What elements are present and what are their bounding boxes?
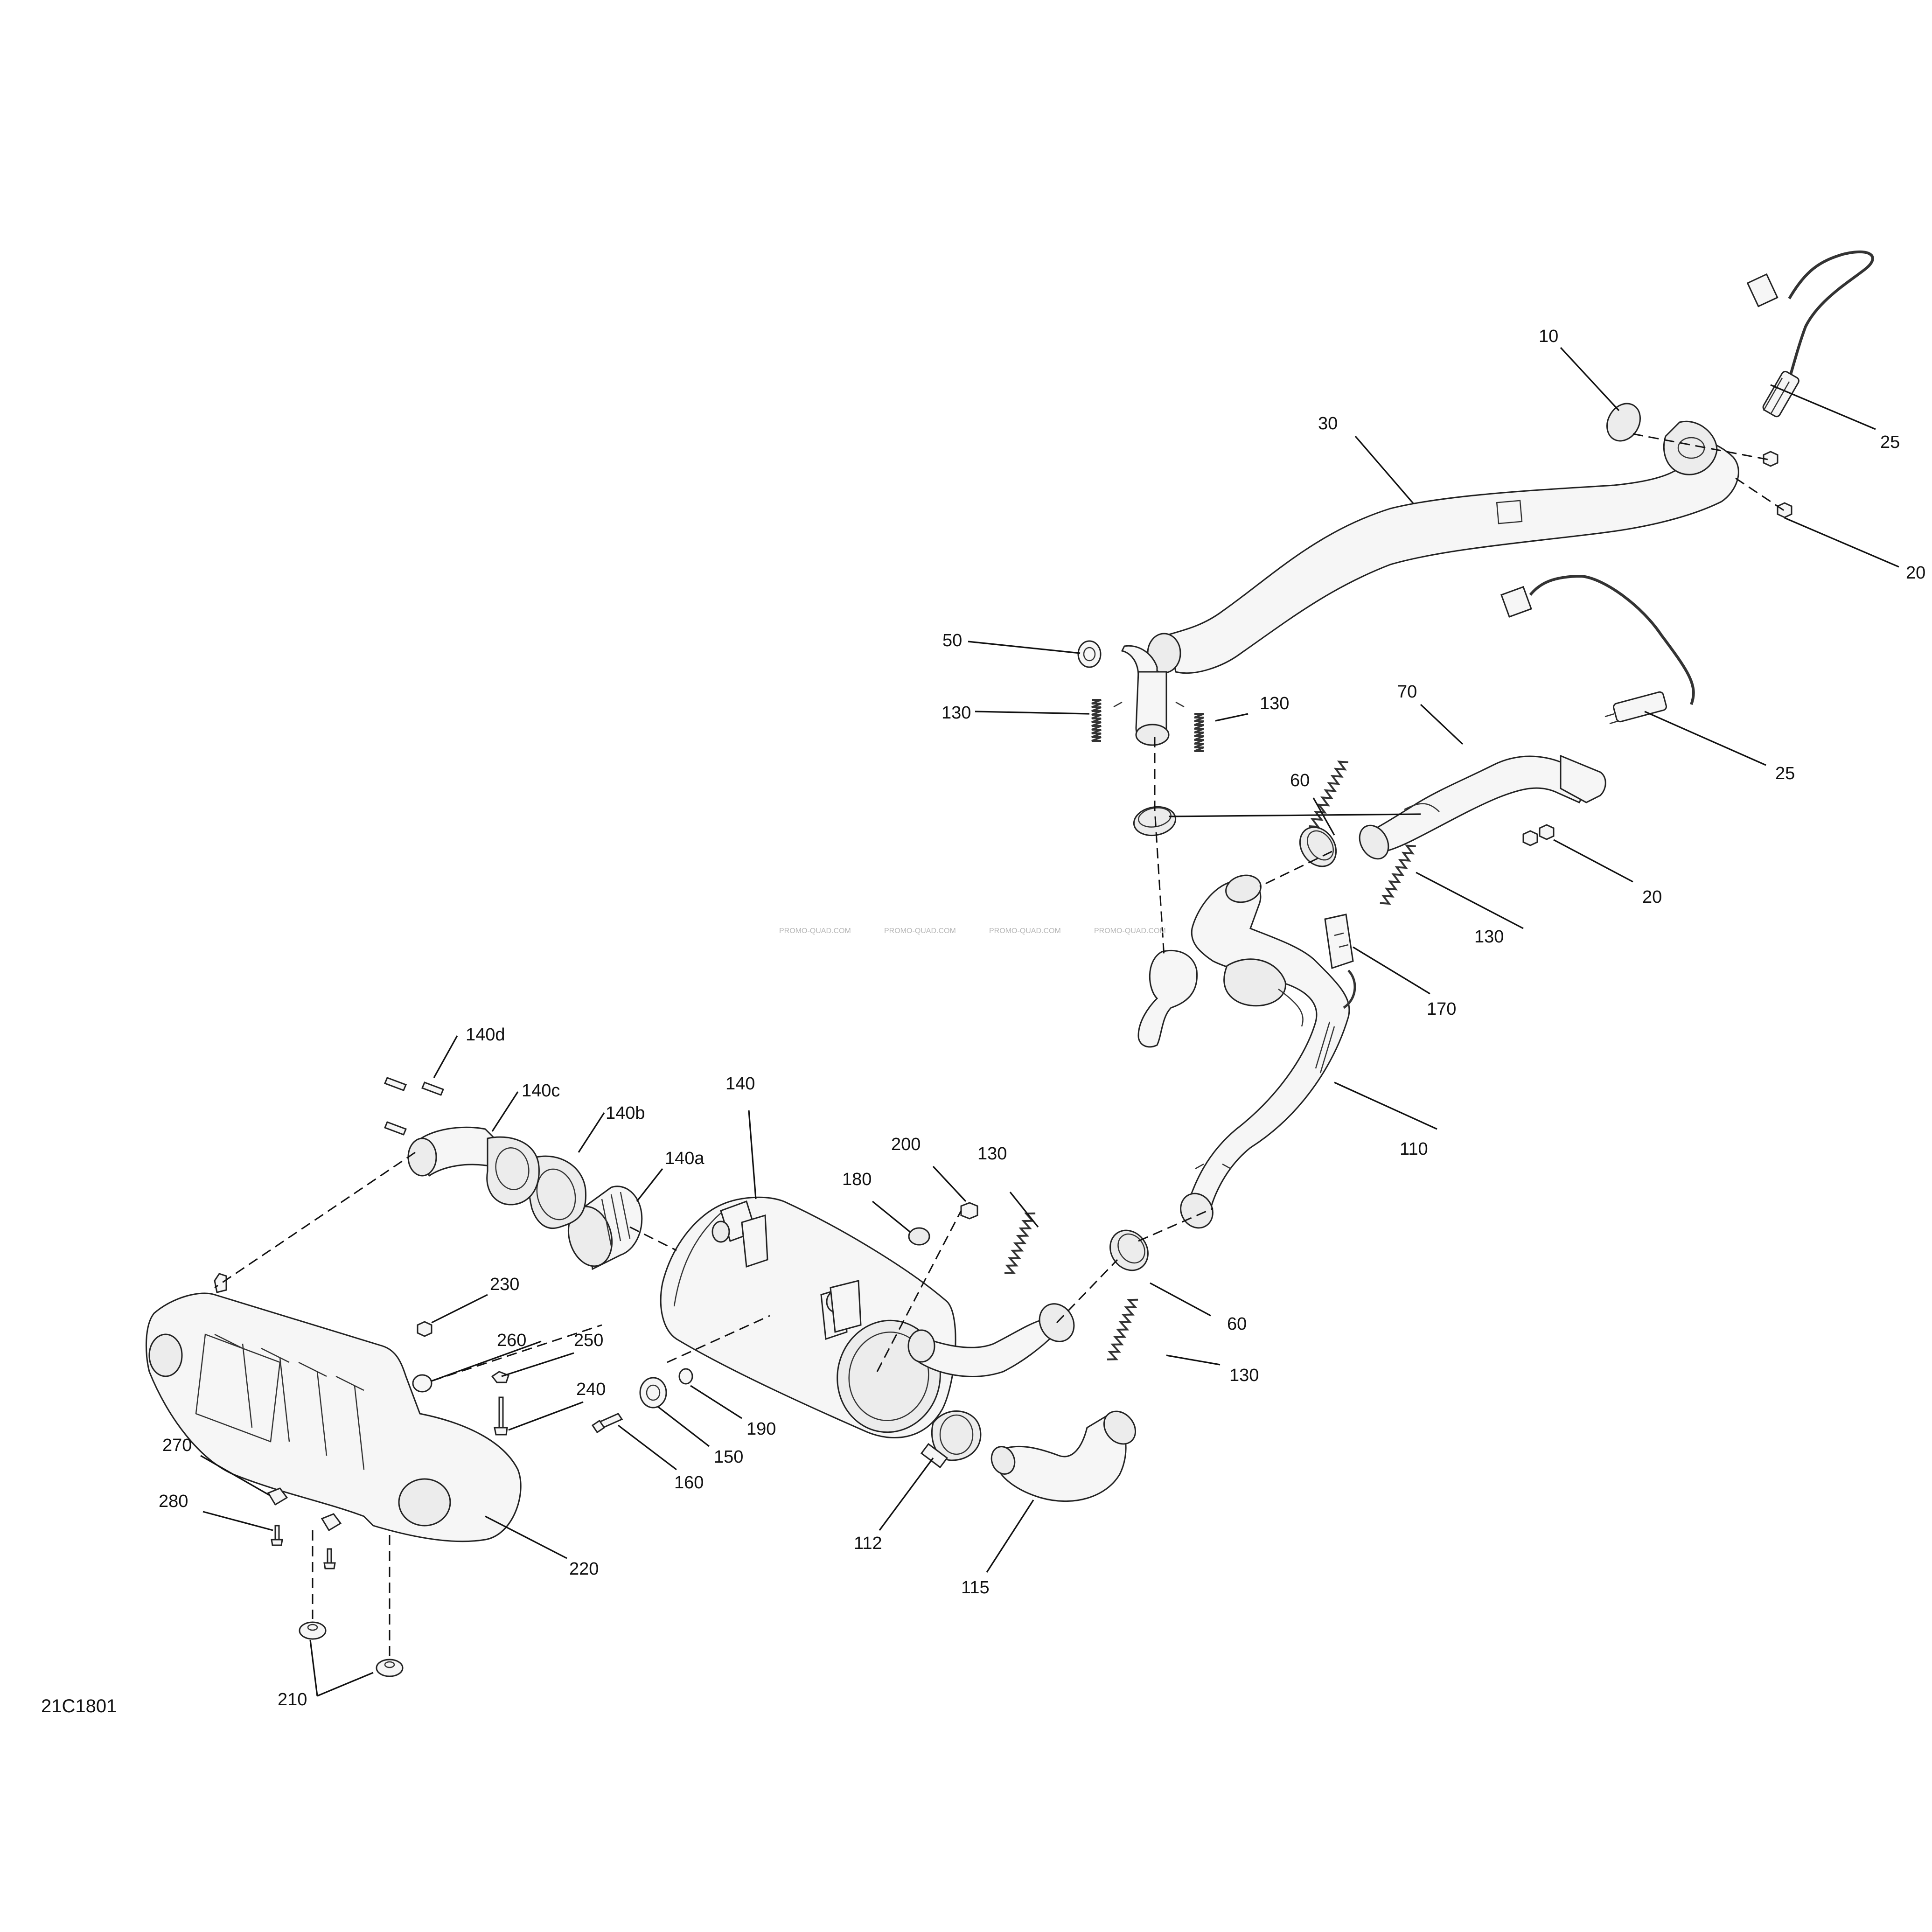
clamp-112 [920, 1410, 982, 1469]
screw-280b [323, 1548, 336, 1569]
callout-150: 150 [714, 1447, 743, 1467]
muffler-140 [660, 1196, 1075, 1438]
elbow-pipe-upper [1113, 645, 1185, 746]
seal-ring-60-upper-left [1133, 806, 1177, 837]
callout-280: 280 [159, 1492, 188, 1511]
callout-110: 110 [1400, 1139, 1428, 1159]
oxygen-sensor-upper [1746, 250, 1874, 418]
front-exhaust-pipe-30 [1147, 420, 1739, 674]
watermark-3: PROMO-QUAD.COM [989, 927, 1061, 935]
callout-170: 170 [1427, 999, 1456, 1019]
callout-20-upper: 20 [1906, 563, 1925, 583]
callout-260: 260 [497, 1331, 526, 1350]
callout-labels: 10 25 30 20 50 130 130 70 25 60 20 130 1… [159, 327, 1925, 1709]
callout-130-right: 130 [1474, 927, 1504, 947]
nut-20-lower-a [1522, 830, 1538, 846]
watermark-4: PROMO-QUAD.COM [1094, 927, 1166, 935]
nut-20-upper-a [1763, 451, 1779, 467]
callout-130-mid: 130 [1260, 694, 1289, 713]
callout-140a: 140a [665, 1149, 704, 1168]
callout-140d: 140d [466, 1025, 505, 1045]
diagram-reference-code: 21C1801 [41, 1696, 117, 1716]
y-pipe-110 [1137, 874, 1350, 1229]
elbow-flange-140c [407, 1126, 540, 1206]
callout-60-lower: 60 [1227, 1314, 1247, 1334]
callout-25-lower: 25 [1775, 764, 1795, 783]
watermark-2: PROMO-QUAD.COM [884, 927, 956, 935]
callout-250: 250 [574, 1331, 603, 1350]
callout-20-lower: 20 [1642, 887, 1662, 907]
watermarks: PROMO-QUAD.COM PROMO-QUAD.COM PROMO-QUAD… [779, 927, 1166, 935]
watermark-1: PROMO-QUAD.COM [779, 927, 851, 935]
screws-140d [384, 1077, 444, 1136]
clip-250 [491, 1371, 509, 1383]
callout-10: 10 [1539, 327, 1558, 346]
callout-190: 190 [746, 1419, 776, 1439]
spring-130-a [1091, 699, 1102, 742]
grommet-210-a [299, 1621, 327, 1640]
clip-270 [267, 1487, 288, 1506]
callout-130-muffler: 130 [977, 1144, 1007, 1164]
spacer-260 [412, 1374, 432, 1393]
spring-130-d [1380, 844, 1416, 905]
mesh-insert-140a [567, 1186, 643, 1270]
seal-ring-60-upper-right [1299, 826, 1337, 867]
spring-130-f [1107, 1298, 1138, 1360]
callout-115: 115 [961, 1578, 990, 1597]
callout-130-lower: 130 [1229, 1366, 1259, 1385]
callout-130-left: 130 [942, 703, 971, 723]
callout-140c: 140c [522, 1081, 560, 1101]
nut-20-upper-b [1777, 502, 1793, 518]
heat-shield-220 [145, 1273, 522, 1542]
spring-130-c [1309, 760, 1348, 828]
callout-25-upper: 25 [1880, 432, 1900, 452]
rear-exhaust-pipe-70 [1359, 754, 1606, 860]
callout-50: 50 [942, 631, 962, 650]
screw-280 [271, 1525, 283, 1546]
assembly-centerlines [214, 433, 1785, 1659]
grommet-150 [639, 1377, 667, 1409]
callout-140b: 140b [606, 1103, 645, 1123]
callout-30: 30 [1318, 414, 1338, 433]
tail-pipe-115 [990, 1410, 1137, 1502]
washer-180 [908, 1227, 930, 1246]
clip-270b [321, 1513, 342, 1532]
callout-112: 112 [854, 1534, 882, 1553]
spring-130-e [1004, 1212, 1036, 1274]
callout-160: 160 [674, 1473, 704, 1493]
callout-220: 220 [569, 1559, 599, 1579]
gasket-10 [1606, 403, 1641, 442]
callout-230: 230 [490, 1275, 519, 1294]
callout-180: 180 [842, 1170, 872, 1189]
screw-240 [494, 1396, 508, 1436]
spring-130-b [1194, 713, 1204, 752]
callout-140: 140 [725, 1074, 755, 1094]
callout-240: 240 [576, 1380, 606, 1399]
nut-230 [417, 1321, 432, 1337]
spacer-190 [678, 1368, 693, 1385]
leader-lines [200, 347, 1899, 1697]
nut-20-lower-b [1539, 824, 1555, 840]
grommet-210-b [376, 1659, 404, 1677]
callout-200: 200 [891, 1135, 921, 1154]
callout-210: 210 [278, 1690, 307, 1709]
callout-270: 270 [162, 1436, 192, 1455]
hanger-bracket-170 [1324, 914, 1356, 1009]
bolt-160 [591, 1413, 623, 1434]
callout-70: 70 [1397, 682, 1417, 702]
callout-60-upper: 60 [1290, 771, 1310, 790]
bushing-50 [1077, 640, 1102, 668]
seal-ring-60-lower [1109, 1229, 1149, 1271]
oxygen-sensor-lower [1500, 574, 1695, 725]
nut-200 [960, 1202, 978, 1220]
